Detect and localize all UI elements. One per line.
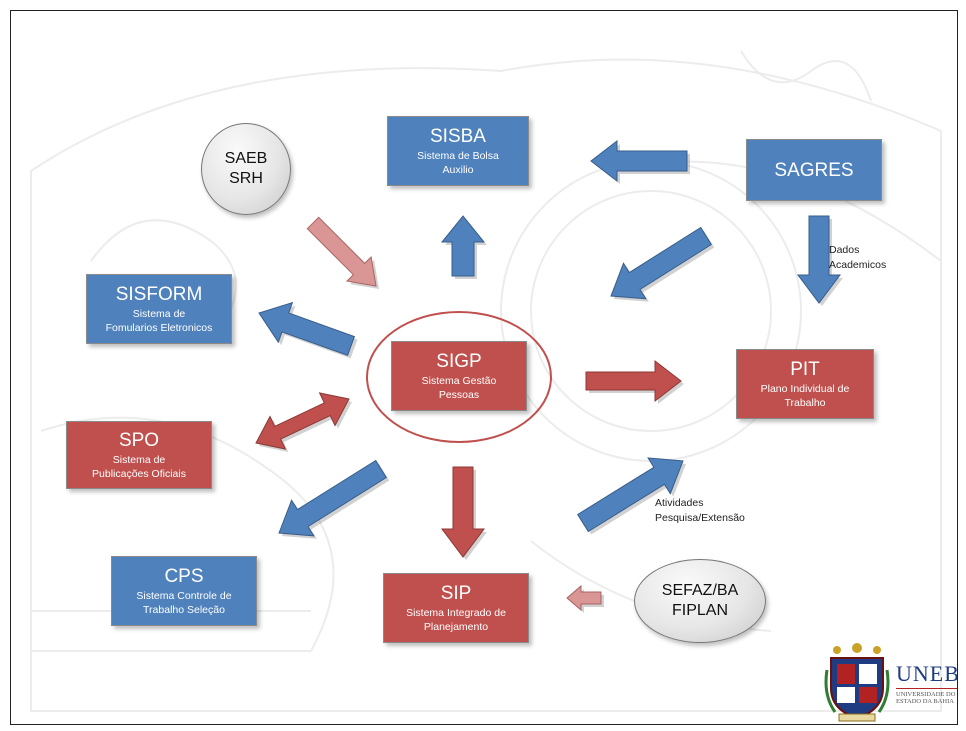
sefaz-node[interactable]: SEFAZ/BA FIPLAN — [634, 559, 766, 643]
sagres-title: SAGRES — [774, 159, 854, 181]
spo-title: SPO — [118, 429, 160, 451]
arrow-sigp-to-sip — [441, 466, 485, 558]
arrow-sagres-to-pit — [797, 215, 841, 304]
sigp-title: SIGP — [436, 350, 482, 372]
sisform-title: SISFORM — [115, 283, 203, 305]
arrow-sigp-to-pit — [585, 359, 682, 403]
arrow-atividades-to-pit — [577, 457, 684, 533]
saeb-title: SAEB — [224, 150, 268, 167]
arrow-sigp-to-sisform — [258, 301, 356, 357]
arrow-saeb-to-sigp — [306, 216, 377, 287]
sigp-highlight-ring — [366, 311, 552, 443]
sisba-title: SISBA — [430, 125, 486, 147]
sagres-node[interactable]: SAGRES — [746, 139, 882, 201]
arrow-sigp-to-cps — [278, 459, 387, 537]
arrow-sagres-to-sigp — [610, 226, 712, 300]
arrow-sigp-spo — [255, 392, 350, 450]
arrow-sigp-to-sisba — [440, 215, 486, 277]
arrows-layer — [255, 139, 843, 613]
sip-title: SIP — [440, 582, 472, 604]
uneb-crest-icon — [824, 643, 890, 722]
cps-title: CPS — [164, 565, 204, 587]
pit-title: PIT — [790, 358, 820, 380]
arrow-sagres-to-sisba — [590, 139, 688, 183]
saeb-sub: SRH — [229, 170, 263, 187]
arrow-sefaz-to-sip — [566, 584, 602, 612]
sefaz-sub: FIPLAN — [671, 602, 728, 619]
sefaz-title: SEFAZ/BA — [661, 582, 739, 599]
saeb-node[interactable]: SAEB SRH — [201, 123, 291, 215]
uneb-name: UNEB — [896, 661, 958, 686]
